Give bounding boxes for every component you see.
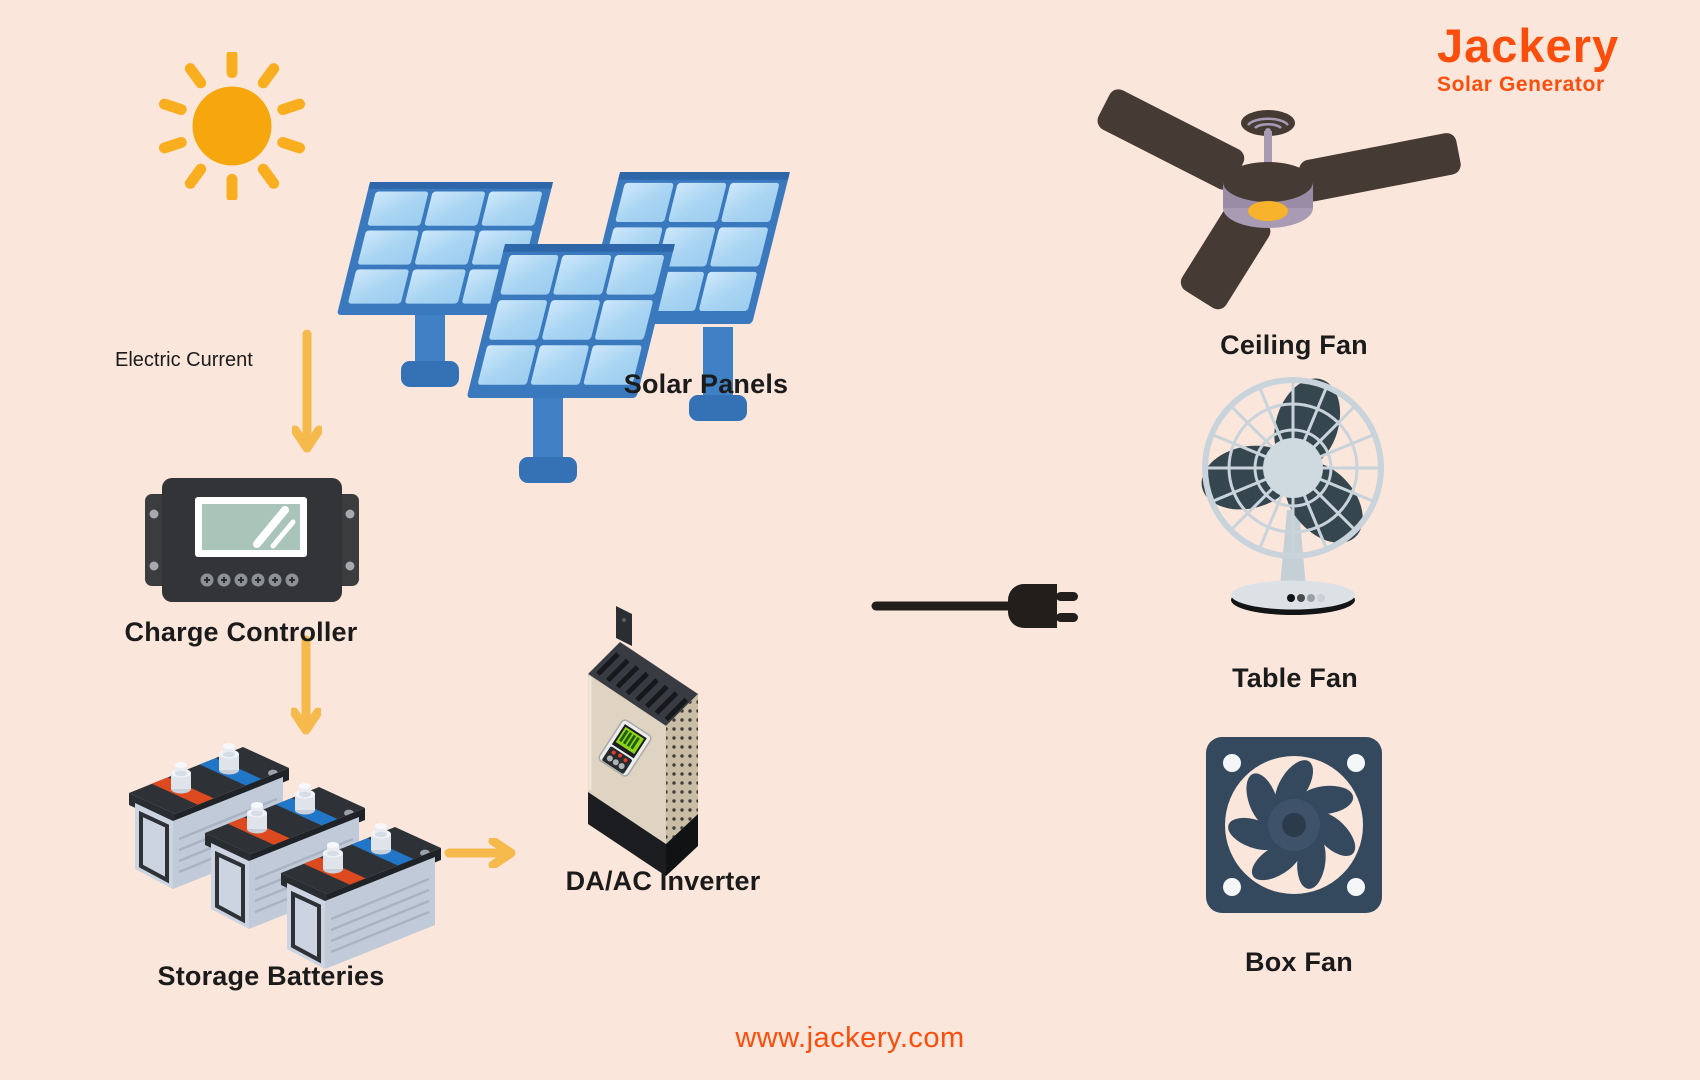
storage-batteries-icon [125, 735, 460, 970]
table-fan-icon [1201, 377, 1384, 615]
sun-icon [158, 52, 306, 200]
ceiling-fan-icon [1097, 89, 1461, 310]
electric-current-arrow [292, 329, 322, 453]
storage-batteries-label: Storage Batteries [157, 961, 385, 991]
table-fan-label: Table Fan [1232, 663, 1358, 693]
inverter-icon [588, 606, 698, 876]
brand-name: Jackery [1437, 19, 1620, 72]
solar-panels-label: Solar Panels [623, 369, 789, 399]
arrow-right-icon [444, 838, 516, 868]
ceiling-fan-label: Ceiling Fan [1220, 330, 1368, 360]
inverter-label: DA/AC Inverter [565, 866, 761, 896]
jackery-logo: Jackery Solar Generator [1437, 22, 1619, 97]
website-url: www.jackery.com [735, 1022, 965, 1054]
power-plug-icon [871, 584, 1078, 628]
box-fan-label: Box Fan [1245, 947, 1353, 977]
brand-tagline: Solar Generator [1437, 73, 1605, 96]
electric-current-label: Electric Current [115, 349, 253, 371]
solar-panels-icon [336, 172, 790, 483]
arrow-down-icon [291, 635, 321, 735]
charge-controller-label: Charge Controller [124, 617, 358, 647]
box-fan-icon [1206, 737, 1382, 913]
charge-controller-icon [145, 478, 359, 602]
